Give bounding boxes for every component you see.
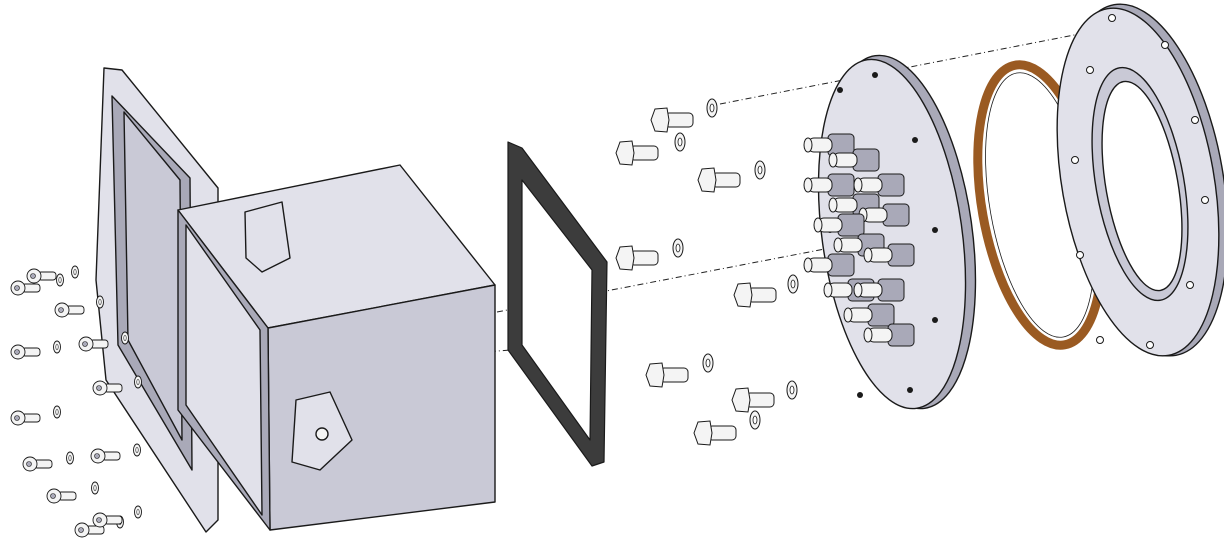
bolt-hole: [1071, 156, 1079, 164]
washer-icon: [672, 238, 684, 258]
connector-pin-icon: [853, 173, 905, 197]
connector-pin-icon: [803, 253, 855, 277]
cap-screw-group: [10, 265, 142, 538]
washer-icon: [674, 132, 686, 152]
cap-screw-icon: [74, 522, 105, 538]
bolt-hole: [857, 392, 863, 398]
washer-icon: [133, 443, 141, 457]
cap-screw-icon: [10, 280, 41, 296]
washer-icon: [786, 380, 798, 400]
washer-icon: [706, 98, 718, 118]
washer-icon: [53, 405, 61, 419]
hex-bolt-icon: [693, 420, 737, 446]
connector-pin-icon: [858, 203, 910, 227]
bolt-hole: [907, 387, 913, 393]
hex-bolt-icon: [615, 140, 659, 166]
connector-pin-icon: [803, 173, 855, 197]
washer-icon: [66, 451, 74, 465]
bolt-hole: [1201, 196, 1209, 204]
washer-icon: [91, 481, 99, 495]
connector-pin-icon: [803, 133, 855, 157]
bolt-hole: [872, 72, 878, 78]
washer-icon: [134, 375, 142, 389]
enclosure-box-icon: [177, 164, 496, 531]
hex-bolt-icon: [650, 107, 694, 133]
square-gasket-icon: [507, 141, 608, 467]
bolt-hole: [1096, 336, 1104, 344]
bolt-hole: [1108, 14, 1116, 22]
washer-icon: [749, 410, 761, 430]
bolt-hole: [1076, 251, 1084, 259]
washer-icon: [71, 265, 79, 279]
cap-screw-icon: [90, 448, 121, 464]
washer-icon: [53, 340, 61, 354]
washer-icon: [56, 273, 64, 287]
washer-icon: [134, 505, 142, 519]
connector-pin-icon: [863, 323, 915, 347]
cap-screw-icon: [78, 336, 109, 352]
hex-bolt-icon: [733, 282, 777, 308]
cap-screw-icon: [92, 380, 123, 396]
bolt-hole: [1186, 281, 1194, 289]
connector-pin-icon: [853, 278, 905, 302]
washer-icon: [754, 160, 766, 180]
washer-icon: [121, 331, 129, 345]
washer-icon: [702, 353, 714, 373]
washer-icon: [96, 295, 104, 309]
hex-bolt-icon: [731, 387, 775, 413]
connector-flange-icon: [803, 54, 977, 410]
cap-screw-icon: [26, 268, 57, 284]
bolt-hole: [932, 227, 938, 233]
connector-pin-group: [803, 133, 915, 347]
hex-bolt-icon: [697, 167, 741, 193]
bolt-hole: [932, 317, 938, 323]
connector-pin-icon: [828, 148, 880, 172]
axis-line: [719, 27, 1111, 105]
bolt-hole: [1086, 66, 1094, 74]
bolt-hole: [1146, 341, 1154, 349]
connector-pin-icon: [843, 303, 895, 327]
bolt-hole: [1161, 41, 1169, 49]
mounting-ring-icon: [1056, 3, 1224, 357]
washer-icon: [787, 274, 799, 294]
cap-screw-icon: [10, 410, 41, 426]
cap-screw-icon: [22, 456, 53, 472]
bolt-hole: [837, 87, 843, 93]
cap-screw-icon: [10, 344, 41, 360]
cap-screw-icon: [92, 512, 123, 528]
connector-pin-icon: [863, 243, 915, 267]
bolt-hole: [912, 137, 918, 143]
bolt-hole: [1191, 116, 1199, 124]
connector-pin-icon: [813, 213, 865, 237]
hex-bolt-icon: [645, 362, 689, 388]
hex-bolt-icon: [615, 245, 659, 271]
cap-screw-icon: [54, 302, 85, 318]
flange-bolt-group: [615, 98, 799, 446]
cap-screw-icon: [46, 488, 77, 504]
